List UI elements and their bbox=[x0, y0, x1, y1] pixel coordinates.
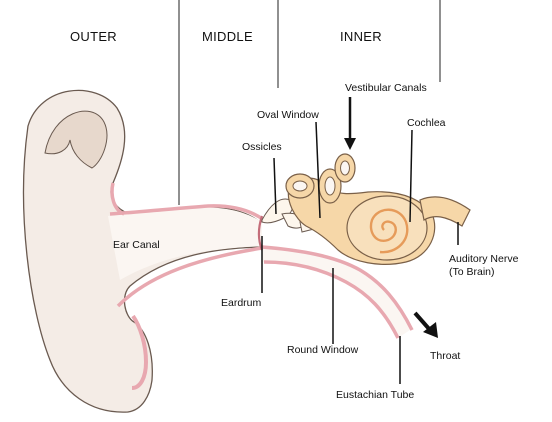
round-window-label: Round Window bbox=[287, 344, 359, 356]
throat-arrow-shaft bbox=[413, 311, 432, 332]
vestibular-canals-label: Vestibular Canals bbox=[345, 82, 427, 94]
ossicles-label: Ossicles bbox=[242, 141, 282, 153]
outer-region-title: OUTER bbox=[70, 29, 117, 44]
eardrum-label: Eardrum bbox=[221, 297, 262, 309]
ear-canal-label: Ear Canal bbox=[113, 239, 160, 251]
pinna-rim-lining bbox=[110, 182, 125, 216]
cochlea-pointer bbox=[409, 129, 413, 223]
eustachian-tube-upper-lining bbox=[261, 245, 414, 331]
throat-arrowhead bbox=[423, 322, 438, 338]
eardrum-membrane bbox=[257, 215, 264, 251]
cochlea-body bbox=[346, 195, 428, 261]
ear-canal-roof-lining bbox=[109, 204, 266, 222]
throat-label: Throat bbox=[430, 350, 460, 362]
pinna-helix-fold bbox=[44, 110, 108, 169]
inner-region-title: INNER bbox=[340, 29, 382, 44]
vestibular-canals-openings bbox=[292, 160, 350, 196]
eustachian-tube-label: Eustachian Tube bbox=[336, 389, 414, 401]
ossicles-pointer bbox=[273, 157, 277, 215]
ear-canal-floor-lining bbox=[116, 246, 263, 308]
auditory-nerve-label-line1: Auditory Nerve bbox=[449, 253, 519, 265]
pointer-lines bbox=[261, 121, 459, 384]
middle-region-title: MIDDLE bbox=[202, 29, 253, 44]
auditory-nerve bbox=[419, 196, 471, 227]
oval-window-label: Oval Window bbox=[257, 109, 319, 121]
cochlea-spiral bbox=[369, 208, 409, 254]
cochlea-label: Cochlea bbox=[407, 117, 446, 129]
oval-window-pointer bbox=[315, 121, 321, 219]
vestibular-canals-arrowhead bbox=[344, 138, 356, 150]
auditory-nerve-label-line2: (To Brain) bbox=[449, 266, 495, 278]
eustachian-tube-lower-lining bbox=[263, 260, 400, 339]
earlobe-edge bbox=[131, 314, 149, 390]
ear-canal bbox=[108, 207, 262, 280]
